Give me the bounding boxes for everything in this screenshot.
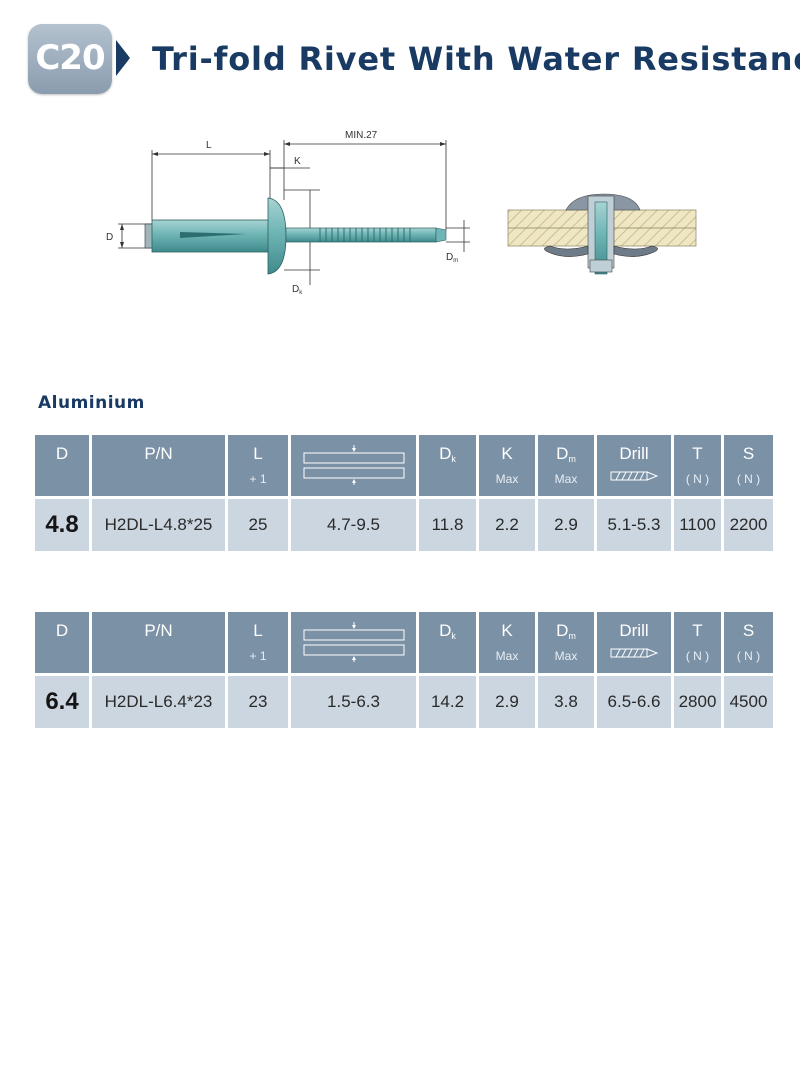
cell-K: 2.2: [479, 499, 535, 551]
drill-bit-icon: [610, 471, 658, 481]
label-D: D: [106, 232, 113, 243]
cell-S: 4500: [724, 676, 773, 728]
col-PN: P/N: [92, 612, 225, 673]
rivet-drawing: L MIN.27 K D Dk Dm: [106, 130, 697, 296]
svg-text:Dm: Dm: [446, 252, 458, 264]
table-row: 6.4 H2DL-L6.4*23 23 1.5-6.3 14.2 2.9 3.8…: [35, 676, 773, 728]
material-label: Aluminium: [38, 393, 145, 413]
col-grip: [291, 435, 416, 496]
badge-code: C20: [35, 38, 105, 78]
cell-PN: H2DL-L6.4*23: [92, 676, 225, 728]
col-Dk: Dk: [419, 435, 476, 496]
col-Dk: Dk: [419, 612, 476, 673]
col-PN: P/N: [92, 435, 225, 496]
cell-drill: 5.1-5.3: [597, 499, 671, 551]
label-Dm-sub: m: [453, 258, 458, 264]
col-T: T( N ): [674, 435, 721, 496]
cell-K: 2.9: [479, 676, 535, 728]
section-badge: C20: [28, 24, 112, 94]
label-Dk: D: [292, 284, 299, 295]
col-S: S( N ): [724, 612, 773, 673]
label-min: MIN.27: [345, 130, 378, 141]
cell-D: 4.8: [35, 499, 89, 551]
cell-Dk: 11.8: [419, 499, 476, 551]
grip-range-icon: [303, 445, 404, 485]
cell-Dm: 3.8: [538, 676, 594, 728]
cell-Dk: 14.2: [419, 676, 476, 728]
drill-bit-icon: [610, 648, 658, 658]
cell-L: 23: [228, 676, 288, 728]
col-D: D: [35, 612, 89, 673]
cell-drill: 6.5-6.6: [597, 676, 671, 728]
svg-text:Dk: Dk: [292, 284, 303, 296]
col-T: T( N ): [674, 612, 721, 673]
cell-grip: 4.7-9.5: [291, 499, 416, 551]
col-drill: Drill: [597, 612, 671, 673]
cell-grip: 1.5-6.3: [291, 676, 416, 728]
grip-range-icon: [303, 622, 404, 662]
label-L: L: [206, 140, 212, 151]
cell-T: 2800: [674, 676, 721, 728]
label-Dk-sub: k: [299, 290, 303, 296]
col-grip: [291, 612, 416, 673]
cell-D: 6.4: [35, 676, 89, 728]
cell-T: 1100: [674, 499, 721, 551]
page-title: Tri-fold Rivet With Water Resistance: [152, 40, 800, 78]
chevron-right-icon: [116, 40, 130, 76]
label-Dm: D: [446, 252, 453, 263]
cell-Dm: 2.9: [538, 499, 594, 551]
installed-rivet-section: [507, 193, 697, 275]
col-L: L+ 1: [228, 435, 288, 496]
cell-PN: H2DL-L4.8*25: [92, 499, 225, 551]
col-S: S( N ): [724, 435, 773, 496]
rivet-side-view: [144, 197, 447, 275]
col-drill: Drill: [597, 435, 671, 496]
table-row: 4.8 H2DL-L4.8*25 25 4.7-9.5 11.8 2.2 2.9…: [35, 499, 773, 551]
cell-S: 2200: [724, 499, 773, 551]
label-K: K: [294, 156, 301, 167]
cell-L: 25: [228, 499, 288, 551]
col-L: L+ 1: [228, 612, 288, 673]
col-D: D: [35, 435, 89, 496]
